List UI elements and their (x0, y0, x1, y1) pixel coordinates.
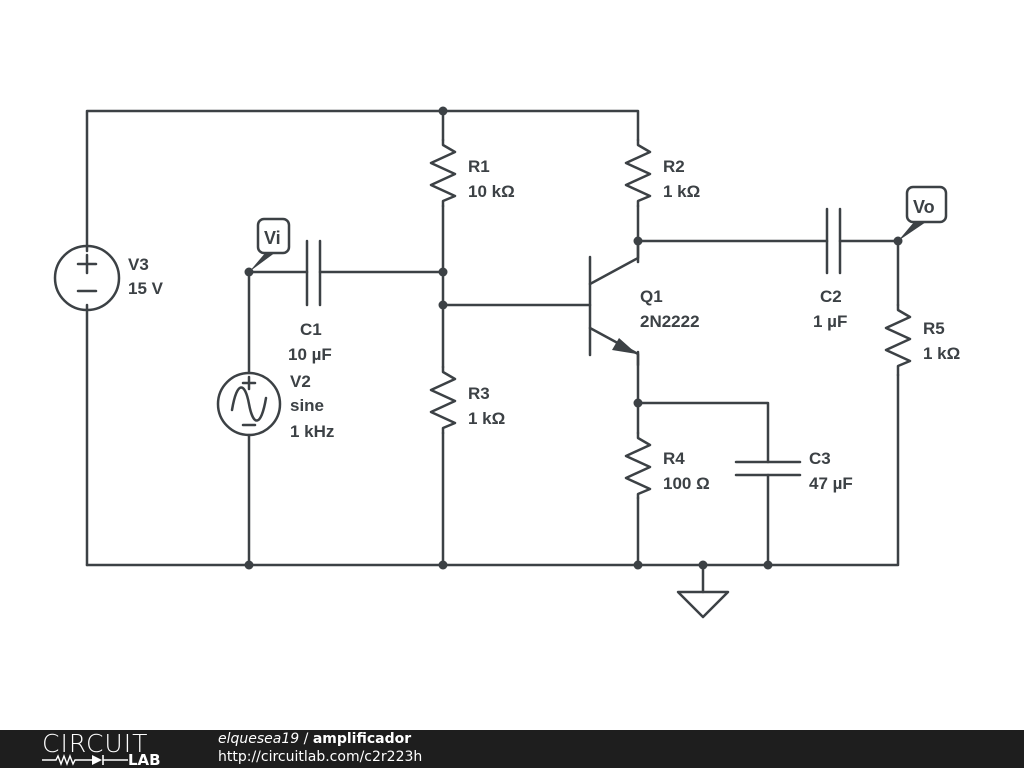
c1-name: C1 (300, 320, 322, 339)
resistor-r4[interactable]: R4 100 Ω (624, 431, 710, 500)
q1-value: 2N2222 (640, 312, 700, 331)
ground-symbol (676, 590, 730, 619)
circuit-url[interactable]: http://circuitlab.com/c2r223h (218, 749, 423, 765)
c1-value: 10 µF (288, 345, 332, 364)
c3-value: 47 µF (809, 474, 853, 493)
v2-type: sine (290, 396, 324, 415)
title-separator: / (299, 731, 313, 747)
probe-vo[interactable]: Vo (898, 185, 948, 241)
logo-circuit-text: CIRCUIT (42, 729, 149, 758)
transistor-q1[interactable]: Q1 2N2222 (588, 239, 700, 367)
circuit-title[interactable]: amplificador (312, 731, 412, 747)
r2-value: 1 kΩ (663, 182, 700, 201)
resistor-r2[interactable]: R2 1 kΩ (624, 138, 700, 208)
circuit-schematic: V3 15 V V2 sine 1 kHz C1 10 µF R1 10 kΩ … (53, 106, 960, 619)
circuitlab-logo[interactable]: CIRCUIT LAB (42, 730, 177, 768)
voltage-source-v2[interactable]: V2 sine 1 kHz (216, 371, 334, 441)
r5-value: 1 kΩ (923, 344, 960, 363)
resistor-diode-icon (42, 754, 128, 766)
c3-name: C3 (809, 449, 831, 468)
v2-value: 1 kHz (290, 422, 334, 441)
c2-name: C2 (820, 287, 842, 306)
voltage-source-v3[interactable]: V3 15 V (53, 244, 164, 312)
v2-name: V2 (290, 372, 311, 391)
probe-vi[interactable]: Vi (249, 217, 291, 272)
author-link[interactable]: elquesea19 (218, 731, 300, 747)
r4-value: 100 Ω (663, 474, 710, 493)
circuit-title-line: elquesea19 / amplificador (218, 731, 411, 747)
r3-value: 1 kΩ (468, 409, 505, 428)
junctions (244, 106, 903, 570)
capacitor-c3[interactable]: C3 47 µF (734, 449, 853, 493)
resistor-r1[interactable]: R1 10 kΩ (429, 138, 515, 208)
probe-vi-label: Vi (264, 228, 281, 248)
probe-vo-label: Vo (913, 197, 935, 217)
resistor-r5[interactable]: R5 1 kΩ (884, 303, 960, 377)
r1-value: 10 kΩ (468, 182, 515, 201)
capacitor-c2[interactable]: C2 1 µF (813, 207, 847, 331)
q1-name: Q1 (640, 287, 663, 306)
r2-name: R2 (663, 157, 685, 176)
wires (85, 109, 900, 594)
r5-name: R5 (923, 319, 945, 338)
c2-value: 1 µF (813, 312, 847, 331)
r4-name: R4 (663, 449, 685, 468)
footer-bar: CIRCUIT LAB elquesea19 / amplificador ht… (0, 730, 1024, 768)
r1-name: R1 (468, 157, 490, 176)
resistor-r3[interactable]: R3 1 kΩ (429, 365, 505, 435)
r3-name: R3 (468, 384, 490, 403)
v3-value: 15 V (128, 279, 164, 298)
logo-lab-text: LAB (128, 751, 161, 769)
capacitor-c1[interactable]: C1 10 µF (288, 239, 332, 364)
v3-name: V3 (128, 255, 149, 274)
